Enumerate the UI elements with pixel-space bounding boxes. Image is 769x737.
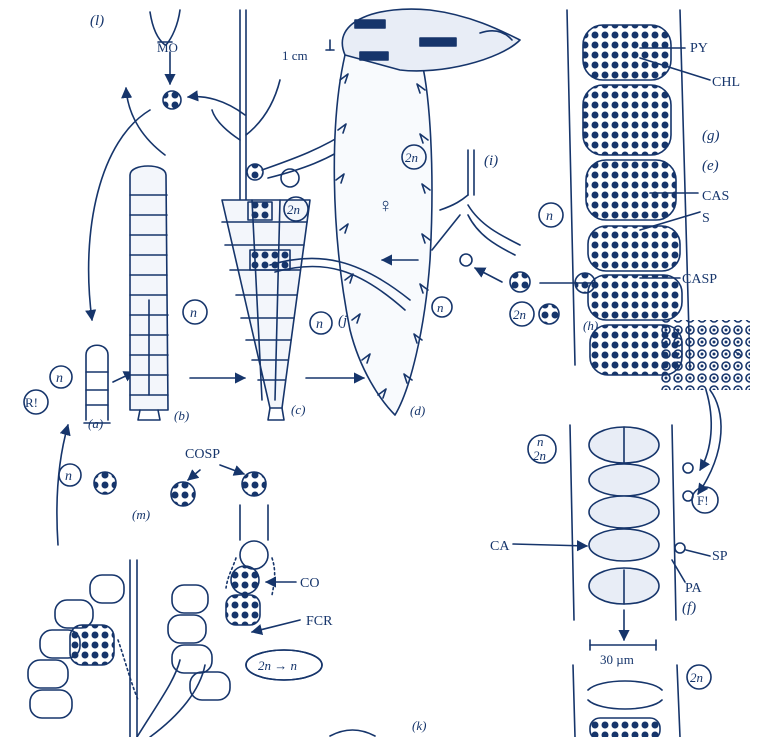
carpospore-1 [510, 272, 530, 292]
label-l: (l) [90, 13, 104, 29]
female-symbol: ♀ [378, 195, 393, 217]
label-r: R! [25, 395, 38, 410]
ploidy-n-a: n [56, 371, 63, 386]
label-chl: CHL [712, 75, 740, 90]
label-m: (m) [132, 507, 150, 522]
ploidy-n-b: n [190, 306, 197, 321]
arrow-to-spermatium [188, 97, 245, 115]
label-co: CO [300, 576, 319, 591]
label-d: (d) [410, 403, 425, 418]
arrow-spore-to-i [475, 268, 502, 282]
label-k: (k) [412, 718, 426, 733]
ploidy-2n-spore: 2n [513, 307, 526, 322]
label-h: (h) [583, 318, 598, 333]
scale-bar-30um [590, 640, 656, 650]
label-fcr: FCR [306, 614, 333, 629]
label-1cm: 1 cm [282, 48, 308, 63]
ploidy-2n-f: 2n [533, 448, 546, 463]
ploidy-n-g: n [546, 209, 553, 224]
label-j: (j [338, 313, 347, 329]
stage-a-filament [84, 345, 110, 423]
label-mo: MO [157, 40, 178, 55]
arrow-cycle-top [126, 88, 165, 155]
ploidy-n-d: n [316, 317, 323, 332]
ploidy-n-f: n [537, 434, 544, 449]
label-g: (g) [702, 128, 720, 144]
ploidy-2n-bottom: 2n [690, 670, 703, 685]
ploidy-2n-d2: 2n [405, 150, 418, 165]
label-pa: PA [685, 581, 703, 596]
label-30um: 30 µm [600, 652, 634, 667]
stage-b-filament [130, 166, 168, 420]
stage-c-gametophyte [212, 10, 356, 420]
label-cosp: COSP [185, 447, 220, 462]
arrow-cosp-2 [220, 465, 244, 474]
arrow-cosp-1 [188, 470, 200, 480]
arrow-s-to-f-2 [700, 390, 711, 470]
stage-i-germling [432, 150, 520, 266]
label-c: (c) [291, 402, 305, 417]
label-s2: S [734, 347, 742, 362]
cosp-spore-1 [94, 472, 116, 494]
bottom-right-strip [573, 665, 680, 737]
label-sp: SP [712, 549, 728, 564]
label-casp: CASP [682, 272, 717, 287]
spermatium-cell [163, 91, 181, 109]
label-a: (a) [88, 416, 103, 431]
cosp-spore-2 [171, 482, 195, 506]
label-f-mark: F! [697, 493, 709, 508]
label-meiosis: 2n → n [258, 658, 297, 673]
label-f: (f) [682, 600, 696, 616]
carpospore-2 [539, 304, 559, 324]
ploidy-n-m: n [65, 469, 72, 484]
label-cas: CAS [702, 189, 729, 204]
cosp-spore-3 [242, 472, 266, 496]
label-e: (e) [702, 158, 719, 174]
label-s1: S [702, 211, 710, 226]
label-ca: CA [490, 539, 510, 554]
label-b: (b) [174, 408, 189, 423]
label-py: PY [690, 41, 708, 56]
label-i: (i) [484, 153, 498, 169]
ploidy-n-trichogyne: n [437, 300, 444, 315]
ploidy-2n-c: 2n [287, 202, 300, 217]
